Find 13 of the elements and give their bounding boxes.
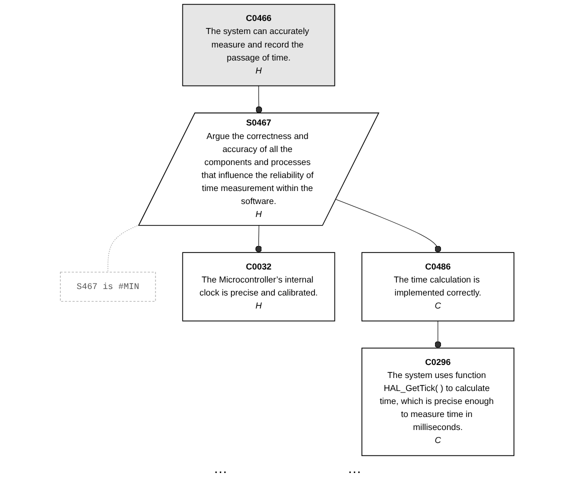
node-box [60, 272, 156, 302]
connector [336, 199, 442, 253]
node-box [182, 252, 336, 322]
ellipsis-note: … [214, 460, 228, 476]
connector [434, 320, 442, 348]
connector [256, 225, 262, 253]
diagram: C0466 The system can accurately measure and record the passage of time. H S0467 Argue the correctness and accuracy of all the components and processes that influence the reliability of time measurement within the software. H S467 is #MIN C0032 The Microcontroller’s internal clock is precise and calibrated. H C0486 The time calculation is implemented correctly. C C0296 The system uses function HAL_GetTick( ) to calculate time, which is precise enough to measure time in milliseconds. C [56, 0, 519, 460]
node-box [362, 252, 515, 322]
connector [108, 224, 140, 272]
node-box [362, 348, 515, 456]
connector [256, 86, 263, 114]
ellipsis-note: … [348, 460, 362, 476]
node-box [182, 4, 336, 86]
